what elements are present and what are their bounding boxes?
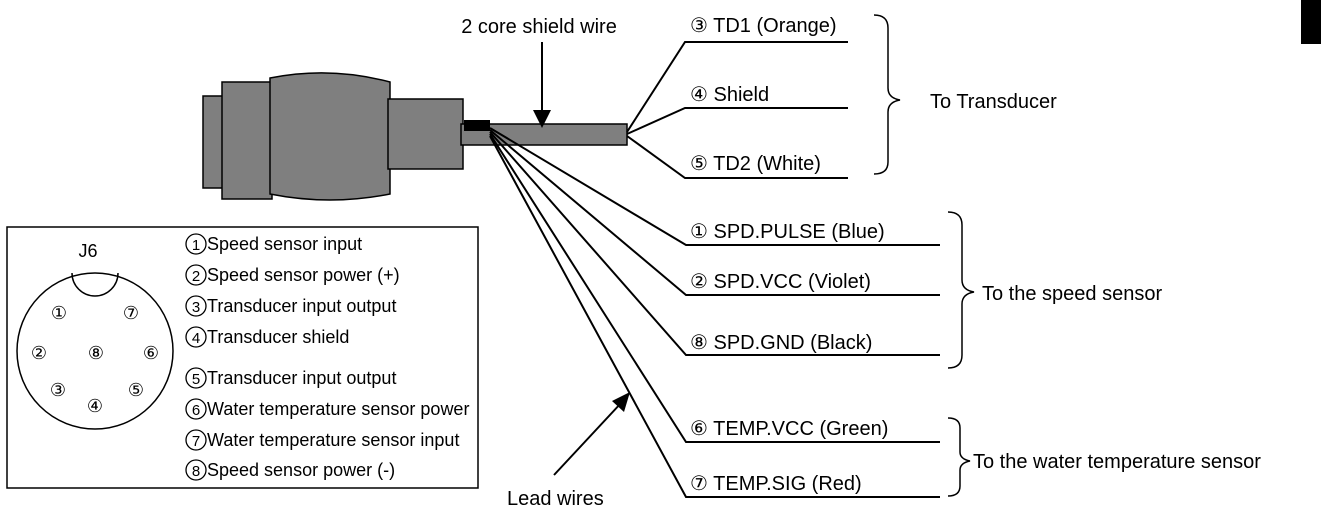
- pin-list: 1 Speed sensor input 2 Speed sensor powe…: [185, 233, 469, 481]
- wire-spd-gnd: [489, 131, 940, 356]
- pin-list-item: 2 Speed sensor power (+): [185, 264, 400, 286]
- pin-list-item: 5 Transducer input output: [185, 367, 396, 389]
- pin-number-circle: [185, 295, 207, 317]
- face-pin-2: ②: [31, 343, 47, 363]
- speed-target-label: To the speed sensor: [982, 283, 1162, 305]
- pin-number-circle: [185, 459, 207, 481]
- temp-target-label: To the water temperature sensor: [973, 451, 1261, 473]
- pin-number-circle: [185, 264, 207, 286]
- wire-label-temp-vcc: ⑥ TEMP.VCC (Green): [690, 418, 888, 440]
- pin-number: 7: [192, 433, 200, 450]
- connector-boot: [269, 72, 391, 201]
- wire-label-spd-gnd: ⑧ SPD.GND (Black): [690, 332, 872, 354]
- connector-collar: [221, 81, 273, 200]
- face-pin-3: ③: [50, 380, 66, 400]
- face-pin-8: ⑧: [88, 343, 104, 363]
- pin-description: Transducer input output: [207, 296, 396, 316]
- wire-spd-pulse: [489, 127, 940, 246]
- pin-list-item: 4 Transducer shield: [185, 326, 349, 348]
- pin-number: 4: [192, 330, 200, 347]
- pin-number: 6: [192, 402, 200, 419]
- connector-face-outline: [16, 272, 174, 430]
- pin-number: 5: [192, 371, 200, 388]
- transducer-wires: [626, 41, 848, 179]
- transducer-brace: [873, 14, 901, 175]
- lead-wires-arrow-head: [612, 392, 630, 412]
- pin-description: Speed sensor input: [207, 234, 362, 254]
- pin-number: 3: [192, 299, 200, 316]
- pin-number-circle: [185, 429, 207, 451]
- wire-td2: [626, 135, 848, 179]
- shield-wire-arrow-head: [533, 110, 551, 128]
- pin-number-circle: [185, 398, 207, 420]
- wire-label-spd-pulse: ① SPD.PULSE (Blue): [690, 221, 885, 243]
- shield-wire-label: 2 core shield wire: [461, 16, 617, 38]
- wire-label-td1: ③ TD1 (Orange): [690, 15, 837, 37]
- lead-wires-arrow-shaft: [553, 401, 623, 476]
- pin-list-item: 6 Water temperature sensor power: [185, 398, 469, 420]
- pin-assignment-box: [6, 226, 479, 489]
- lead-wires-label: Lead wires: [507, 488, 604, 510]
- wire-spd-vcc: [489, 129, 940, 296]
- wire-label-shield: ④ Shield: [690, 84, 769, 106]
- speed-brace: [947, 211, 975, 369]
- pin-list-item: 1 Speed sensor input: [185, 233, 362, 255]
- pin-number: 1: [192, 237, 200, 254]
- pin-number-circle: [185, 326, 207, 348]
- pin-list-item: 7 Water temperature sensor input: [185, 429, 459, 451]
- pin-list-item: 8 Speed sensor power (-): [185, 459, 395, 481]
- connector-label: J6: [78, 241, 97, 261]
- pin-description: Speed sensor power (+): [207, 265, 400, 285]
- pin-description: Water temperature sensor input: [207, 430, 459, 450]
- wire-temp-vcc: [489, 133, 940, 443]
- connector-face: J6 ① ⑦ ② ⑧ ⑥ ③ ④ ⑤: [16, 241, 174, 430]
- pin-description: Speed sensor power (-): [207, 460, 395, 480]
- face-pin-6: ⑥: [143, 343, 159, 363]
- connector-key-notch: [71, 272, 119, 297]
- face-pin-5: ⑤: [128, 380, 144, 400]
- face-pin-7: ⑦: [123, 303, 139, 323]
- temp-brace: [947, 417, 971, 497]
- lead-wires: [489, 127, 940, 498]
- wire-label-spd-vcc: ② SPD.VCC (Violet): [690, 271, 871, 293]
- pin-description: Water temperature sensor power: [207, 399, 469, 419]
- wire-td1: [626, 41, 848, 133]
- pin-list-item: 3 Transducer input output: [185, 295, 396, 317]
- wire-label-td2: ⑤ TD2 (White): [690, 153, 821, 175]
- pin-number: 8: [192, 463, 200, 480]
- pin-number-circle: [185, 367, 207, 389]
- lead-wire-bundle: [464, 120, 490, 131]
- pin-description: Transducer shield: [207, 327, 349, 347]
- connector-plug: [202, 72, 628, 201]
- transducer-target-label: To Transducer: [930, 91, 1057, 113]
- pin-description: Transducer input output: [207, 368, 396, 388]
- wire-temp-sig: [489, 135, 940, 498]
- wire-label-temp-sig: ⑦ TEMP.SIG (Red): [690, 473, 862, 495]
- page-edge-tab: [1301, 0, 1321, 44]
- pin-number-circle: [185, 233, 207, 255]
- face-pin-1: ①: [51, 303, 67, 323]
- wire-shield: [626, 107, 848, 135]
- pin-number: 2: [192, 268, 200, 285]
- connector-neck: [387, 98, 464, 170]
- face-pin-4: ④: [87, 396, 103, 416]
